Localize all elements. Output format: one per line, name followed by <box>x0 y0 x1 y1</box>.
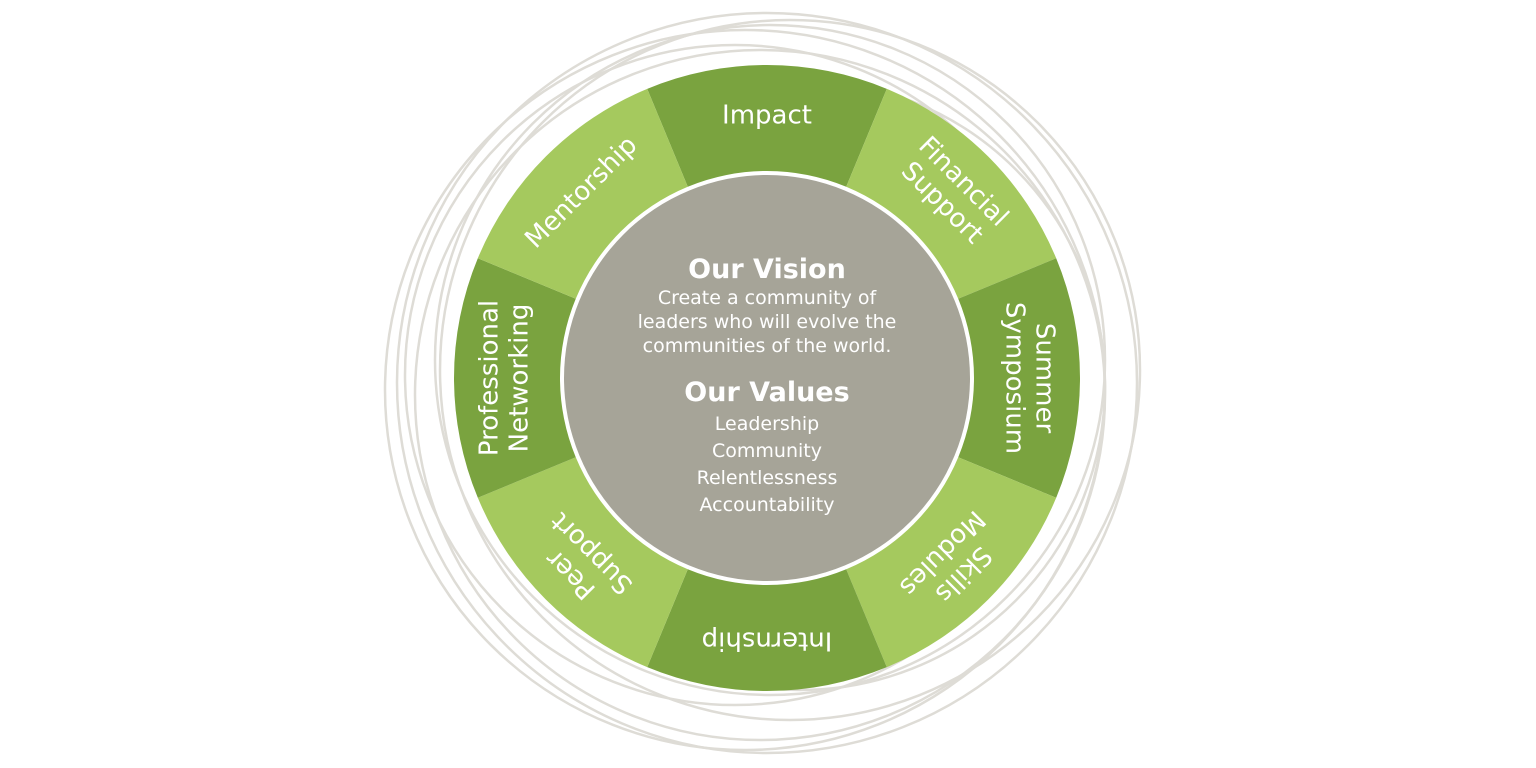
vision-line: Create a community of <box>658 287 878 309</box>
segment-label: Professional <box>475 300 505 456</box>
decorative-ring <box>438 18 1142 722</box>
segment-label-group: Impact <box>722 101 812 131</box>
wheel-segment <box>846 88 1057 299</box>
wheel-segment <box>846 457 1057 668</box>
segment-label-group: Internship <box>702 626 833 656</box>
wheel-segment <box>454 258 576 498</box>
wheel-segment <box>477 457 688 668</box>
vision-line: communities of the world. <box>643 335 892 357</box>
decorative-rings <box>383 11 1142 755</box>
wheel-segment <box>647 569 887 691</box>
vision-title: Our Vision <box>688 254 846 285</box>
value-item: Community <box>712 440 822 462</box>
vision-line: leaders who will evolve the <box>638 311 897 333</box>
values-title: Our Values <box>684 377 849 408</box>
segment-label: Summer <box>1030 323 1060 434</box>
wheel-segment <box>958 258 1080 498</box>
segment-label: Impact <box>722 101 812 131</box>
center-content: Our Vision Create a community of leaders… <box>638 254 897 516</box>
segment-label: Symposium <box>1000 302 1030 454</box>
value-item: Relentlessness <box>697 467 838 489</box>
center-circle <box>564 175 970 581</box>
wheel-segment <box>477 88 688 299</box>
value-item: Accountability <box>700 494 835 516</box>
value-item: Leadership <box>715 413 819 435</box>
wheel-segments <box>454 65 1080 691</box>
wheel-segment <box>647 65 887 187</box>
segment-label: Internship <box>702 626 833 656</box>
decorative-ring <box>395 11 1139 755</box>
segment-label: Networking <box>505 304 535 453</box>
